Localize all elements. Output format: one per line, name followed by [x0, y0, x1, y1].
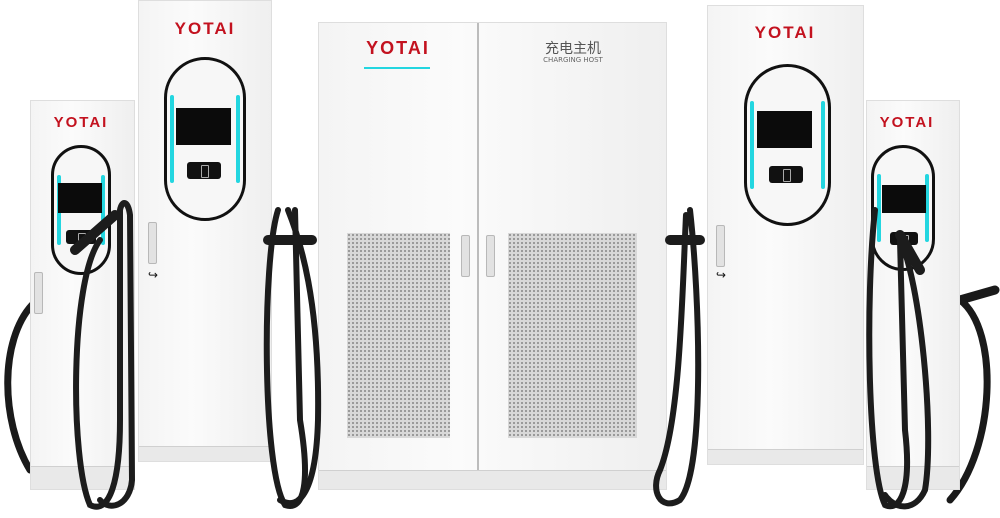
card-reader-icon[interactable]: [769, 166, 803, 183]
brand-logo: YOTAI: [754, 23, 816, 42]
door-divider: [477, 23, 479, 489]
door-handle[interactable]: [716, 225, 725, 267]
display-screen[interactable]: [882, 185, 926, 213]
cable-left-small: [73, 200, 136, 510]
door-handle-right[interactable]: [486, 235, 495, 277]
cable-left-tall-a: [263, 207, 308, 509]
door-handle-left[interactable]: [461, 235, 470, 277]
charger-base: [708, 449, 863, 464]
brand-logo: YOTAI: [53, 114, 109, 131]
connector-right-small: [895, 230, 925, 275]
card-reader-icon[interactable]: [187, 162, 221, 179]
cable-right-tall: [653, 207, 702, 507]
door-handle[interactable]: [34, 272, 43, 314]
cable-far-right: [946, 296, 991, 504]
vent-grille-left: [347, 233, 450, 438]
host-title-cn: 充电主机: [545, 41, 601, 57]
host-title-en: CHARGING HOST: [543, 56, 603, 64]
door-handle[interactable]: [148, 222, 157, 264]
connector-left-small: [70, 210, 120, 255]
display-screen[interactable]: [58, 183, 102, 213]
display-screen[interactable]: [757, 111, 812, 148]
brand-logo: YOTAI: [174, 19, 236, 38]
cabinet-base: [319, 470, 666, 489]
brand-logo: YOTAI: [366, 38, 430, 58]
open-arrow-icon: ↪: [716, 268, 727, 282]
cable-far-left: [4, 301, 36, 474]
vent-grille-right: [508, 233, 637, 438]
open-arrow-icon: ↪: [148, 268, 159, 282]
display-screen[interactable]: [176, 108, 231, 145]
charger-base: [139, 446, 271, 461]
accent-line: [364, 67, 430, 69]
charger-base: [867, 466, 959, 489]
cable-right-small: [866, 207, 932, 510]
brand-logo: YOTAI: [879, 114, 935, 131]
